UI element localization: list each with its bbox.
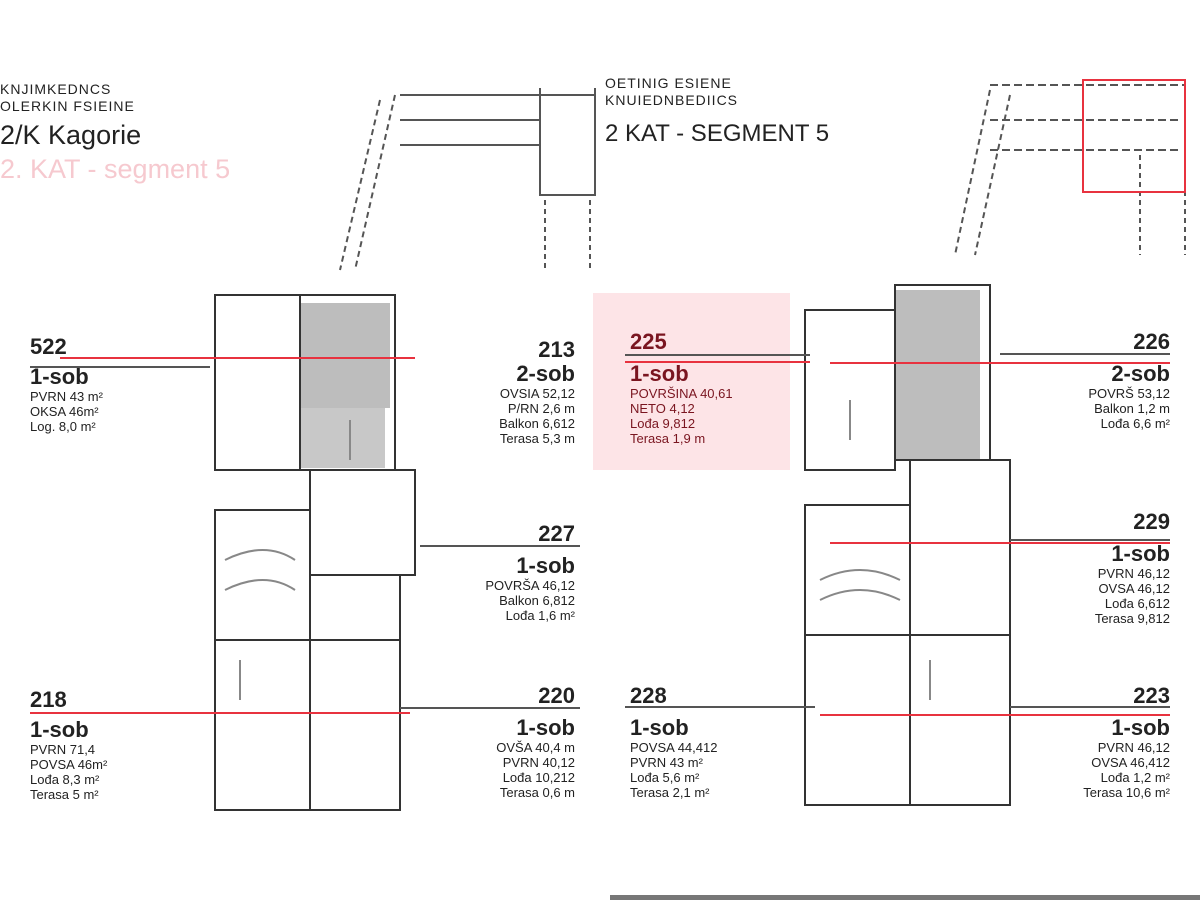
unit-number: 223: [1133, 683, 1170, 708]
unit-rooms: 1-sob: [1111, 541, 1170, 566]
keyplan-caption-2: KNUIEDNBEDIICS: [605, 92, 739, 108]
unit-area-line: Terasa 1,9 m: [630, 431, 706, 446]
unit-area-line: OVSA 46,12: [1098, 581, 1170, 596]
unit-rooms: 1-sob: [630, 361, 689, 386]
unit-area-line: Lođa 1,6 m²: [505, 608, 575, 623]
right-plan: [804, 284, 1011, 806]
bottom-divider: [610, 895, 1200, 900]
unit-number: 227: [538, 521, 575, 546]
unit-label-227[interactable]: 227 1-sob POVRŠA 46,12 Balkon 6,812 Lođa…: [460, 521, 575, 624]
unit-label-226[interactable]: 226 2-sob POVRŠ 53,12 Balkon 1,2 m Lođa …: [1055, 329, 1170, 432]
unit-number: 218: [30, 687, 67, 712]
unit-rooms: 1-sob: [30, 717, 89, 742]
unit-label-223[interactable]: 223 1-sob PVRN 46,12 OVSA 46,412 Lođa 1,…: [1055, 683, 1170, 801]
unit-area-line: PVRN 46,12: [1097, 566, 1170, 581]
unit-area-line: POVRŠA 46,12: [485, 578, 575, 593]
caption-line-2: OLERKIN FSIEINE: [0, 98, 135, 114]
unit-area-line: POVRŠINA 40,61: [630, 386, 733, 401]
unit-number: 522: [30, 334, 67, 359]
unit-area-line: Lođa 6,6 m²: [1100, 416, 1170, 431]
unit-area-line: Balkon 1,2 m: [1094, 401, 1170, 416]
unit-rooms: 1-sob: [30, 364, 89, 389]
unit-area-line: Terasa 9,812: [1094, 611, 1170, 626]
keyplan-title: 2 KAT - SEGMENT 5: [605, 120, 830, 147]
unit-area-line: P/RN 2,6 m: [507, 401, 575, 416]
keyplan-caption-1: OETINIG ESIENE: [605, 75, 732, 91]
unit-number: 225: [630, 329, 667, 354]
key-plan-right: [954, 79, 1186, 256]
unit-area-line: PVRN 43 m²: [30, 389, 103, 404]
unit-area-line: Lođa 1,2 m²: [1100, 770, 1170, 785]
unit-area-line: Terasa 5 m²: [30, 787, 99, 802]
unit-label-228[interactable]: 228 1-sob POVSA 44,412 PVRN 43 m² Lođa 5…: [630, 683, 718, 801]
unit-area-line: Terasa 2,1 m²: [630, 785, 710, 800]
unit-arrows: [30, 353, 1170, 716]
unit-rooms: 1-sob: [1111, 715, 1170, 740]
unit-rooms: 1-sob: [630, 715, 689, 740]
unit-area-line: Lođa 9,812: [630, 416, 696, 431]
page-title: 2/K Kagorie: [0, 120, 142, 150]
unit-area-line: POVSA 46m²: [30, 757, 108, 772]
unit-number: 220: [538, 683, 575, 708]
unit-area-line: Lođa 8,3 m²: [30, 772, 100, 787]
highlighted-unit-box: [593, 293, 790, 470]
unit-label-225[interactable]: 225 1-sob POVRŠINA 40,61 NETO 4,12 Lođa …: [630, 329, 733, 447]
unit-area-line: Lođa 5,6 m²: [630, 770, 700, 785]
unit-area-line: Log. 8,0 m²: [30, 419, 96, 434]
unit-area-line: Terasa 0,6 m: [499, 785, 575, 800]
unit-area-line: Terasa 10,6 m²: [1083, 785, 1170, 800]
unit-area-line: POVSA 44,412: [630, 740, 718, 755]
caption-line-1: KNJIMKEDNCS: [0, 81, 112, 97]
unit-rooms: 2-sob: [1111, 361, 1170, 386]
unit-area-line: PVRN 46,12: [1097, 740, 1170, 755]
unit-label-218[interactable]: 218 1-sob PVRN 71,4 POVSA 46m² Lođa 8,3 …: [30, 687, 108, 803]
unit-label-213[interactable]: 213 2-sob OVSIA 52,12 P/RN 2,6 m Balkon …: [460, 337, 575, 447]
unit-number: 229: [1133, 509, 1170, 534]
unit-number: 228: [630, 683, 667, 708]
unit-area-line: Balkon 6,612: [499, 416, 575, 431]
unit-label-229[interactable]: 229 1-sob PVRN 46,12 OVSA 46,12 Lođa 6,6…: [1055, 509, 1170, 627]
unit-area-line: Terasa 5,3 m: [499, 431, 575, 446]
unit-area-line: PVRN 71,4: [30, 742, 96, 757]
unit-area-line: POVRŠ 53,12: [1088, 386, 1170, 401]
unit-label-522[interactable]: 522 1-sob PVRN 43 m² OKSA 46m² Log. 8,0 …: [30, 334, 103, 435]
unit-rooms: 1-sob: [516, 553, 575, 578]
unit-area-line: Balkon 6,812: [499, 593, 575, 608]
key-plan-left: [339, 88, 596, 271]
unit-area-line: OVSIA 52,12: [499, 386, 575, 401]
unit-area-line: PVRN 40,12: [502, 755, 575, 770]
ghost-title: 2. KAT - segment 5: [0, 154, 231, 184]
unit-rooms: 1-sob: [516, 715, 575, 740]
unit-area-line: OVŠA 40,4 m: [496, 740, 575, 755]
unit-label-220[interactable]: 220 1-sob OVŠA 40,4 m PVRN 40,12 Lođa 10…: [460, 683, 575, 801]
unit-rooms: 2-sob: [516, 361, 575, 386]
unit-area-line: NETO 4,12: [630, 401, 695, 416]
unit-area-line: OKSA 46m²: [30, 404, 99, 419]
unit-area-line: Lođa 6,612: [1104, 596, 1170, 611]
unit-area-line: Lođa 10,212: [502, 770, 575, 785]
left-plan: [214, 294, 416, 811]
unit-number: 213: [538, 337, 575, 362]
unit-area-line: OVSA 46,412: [1091, 755, 1170, 770]
unit-number: 226: [1133, 329, 1170, 354]
unit-area-line: PVRN 43 m²: [630, 755, 703, 770]
